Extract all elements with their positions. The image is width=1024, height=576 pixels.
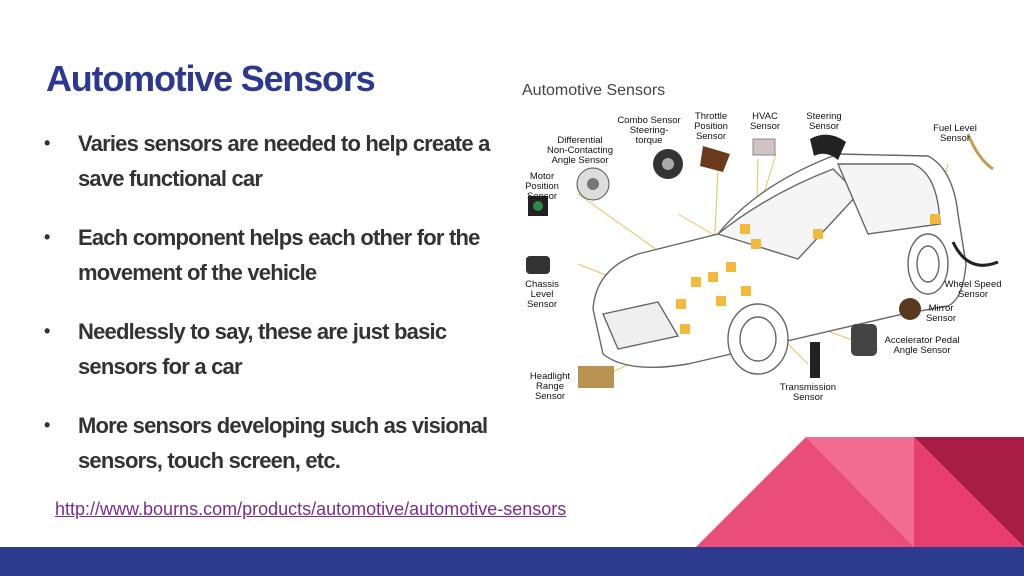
source-link[interactable]: http://www.bourns.com/products/automotiv… xyxy=(55,499,567,519)
bullet-dot-icon: • xyxy=(44,227,50,247)
bullet-item: • More sensors developing such as visiona… xyxy=(44,408,514,478)
label-accelerator-sensor: Accelerator Pedal Angle Sensor xyxy=(884,335,960,356)
label-throttle-sensor: Throttle Position Sensor xyxy=(694,111,728,142)
car-illustration xyxy=(526,133,999,388)
sensor-diagram: Automotive Sensors Combo Sensor Steering… xyxy=(508,74,1008,414)
label-transmission-sensor: Transmission Sensor xyxy=(779,382,837,403)
label-combo-sensor: Combo Sensor Steering- torque xyxy=(617,115,681,146)
sensor-markers xyxy=(676,214,940,334)
label-wheel-speed-sensor: Wheel Speed Sensor xyxy=(944,279,1002,300)
label-steering-sensor: Steering Sensor xyxy=(806,111,842,132)
diagram-title: Automotive Sensors xyxy=(522,82,666,99)
bullet-list: • Varies sensors are needed to help creat… xyxy=(44,126,514,502)
bullet-dot-icon: • xyxy=(44,415,50,435)
label-motor-position-sensor: Motor Position Sensor xyxy=(525,171,559,202)
label-mirror-sensor: Mirror Sensor xyxy=(925,303,957,324)
sensor-thumbnails xyxy=(526,133,999,388)
label-fuel-level-sensor: Fuel Level Sensor xyxy=(933,123,977,144)
footer-bar xyxy=(0,547,1024,576)
label-chassis-level-sensor: Chassis Level Sensor xyxy=(525,279,559,310)
bullet-text: Varies sensors are needed to help create… xyxy=(78,131,490,191)
label-differential-sensor: Differential Non-Contacting Angle Sensor xyxy=(546,135,613,166)
car-body xyxy=(592,153,967,368)
bullet-text: Needlessly to say, these are just basic … xyxy=(78,319,447,379)
label-hvac-sensor: HVAC Sensor xyxy=(749,111,781,132)
bullet-item: • Each component helps each other for the… xyxy=(44,220,514,290)
corner-decoration xyxy=(696,437,1024,547)
bullet-dot-icon: • xyxy=(44,321,50,341)
slide-title: Automotive Sensors xyxy=(46,58,376,99)
bullet-item: • Varies sensors are needed to help creat… xyxy=(44,126,514,196)
bullet-text: More sensors developing such as visional… xyxy=(78,413,488,473)
bullet-dot-icon: • xyxy=(44,133,50,153)
label-headlight-sensor: Headlight Range Sensor xyxy=(529,371,571,402)
car-wheels xyxy=(727,233,949,375)
bullet-item: • Needlessly to say, these are just basic… xyxy=(44,314,514,384)
bullet-text: Each component helps each other for the … xyxy=(78,225,480,285)
